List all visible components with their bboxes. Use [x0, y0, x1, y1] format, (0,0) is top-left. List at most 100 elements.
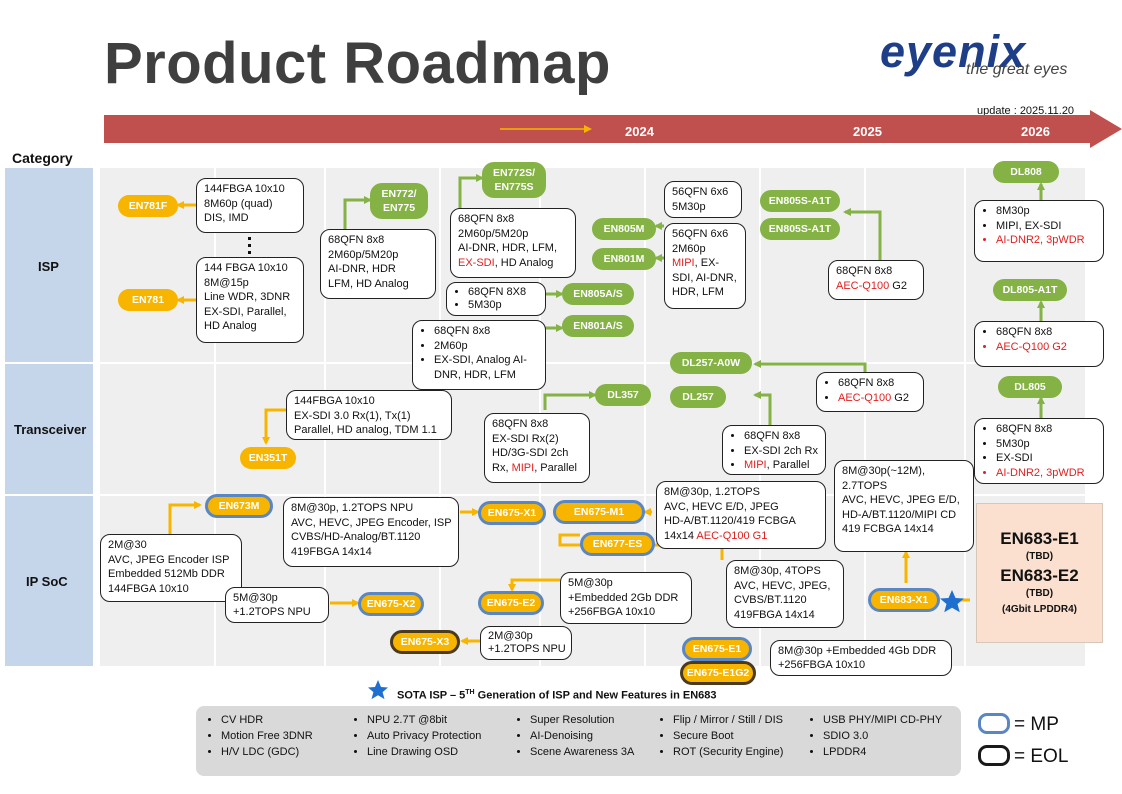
spec-line: 5M@30p [568, 577, 613, 589]
spec-line: 68QFN 8x8 [836, 265, 893, 277]
spec-line: 2M@30 [108, 539, 147, 551]
spec-line: EX-SDI [996, 451, 1096, 466]
spec-box-en805s: 68QFN 8x8 AEC-Q100 G2 [828, 260, 924, 300]
category-transceiver: Transceiver [14, 422, 87, 437]
spec-line: 144FBGA 10x10 [108, 582, 189, 595]
spec-line: 2.7TOPS [842, 479, 888, 492]
chip-en683-x1: EN683-X1 [868, 588, 940, 612]
chip-dl805: DL805 [998, 376, 1062, 398]
spec-line: 2M@30p [488, 630, 533, 642]
chip-en677-es: EN677-ES [580, 532, 655, 556]
chip-en675-e1g2: EN675-E1G2 [680, 661, 756, 685]
chip-en675-x3: EN675-X3 [390, 630, 460, 654]
spec-line: +Embedded 2Gb DDR [568, 591, 679, 604]
update-date: update : 2025.11.20 [977, 105, 1075, 117]
spec-line: AVC, JPEG Encoder ISP [108, 553, 230, 566]
spec-line: 68QFN 8x8 [996, 325, 1096, 340]
spec-line: +1.2TOPS NPU [233, 606, 311, 618]
spec-line: 56QFN 6x6 [672, 228, 729, 240]
spec-box-en673m: 2M@30 AVC, JPEG Encoder ISP Embedded 512… [100, 534, 242, 602]
chip-dl257: DL257 [670, 386, 726, 408]
spec-line: AEC-Q100 G2 [838, 391, 916, 406]
spec-line: CVBS/BT.1120 [734, 594, 807, 606]
feature-column-3: Super Resolution AI-Denoising Scene Awar… [516, 712, 634, 760]
feature-item: CV HDR [221, 712, 313, 728]
spec-line: HDR, LFM [672, 286, 724, 298]
spec-line: HD-A/BT.1120/MIPI CD [842, 508, 957, 521]
legend-star-icon [368, 680, 388, 700]
spec-box-en675-x3: 2M@30p +1.2TOPS NPU [480, 626, 572, 660]
tbd-memory: (4Gbit LPDDR4) [1002, 604, 1077, 615]
feature-item: Super Resolution [530, 712, 634, 728]
spec-line: AVC, HEVC, JPEG, [734, 579, 831, 592]
chip-en805s-a1t-2: EN805S-A1T [760, 218, 840, 240]
year-2026: 2026 [1021, 124, 1050, 139]
spec-line: AI-DNR, HDR, LFM, [458, 242, 557, 254]
spec-line: 68QFN 8x8 [328, 234, 385, 246]
logo-tagline: the great eyes [966, 61, 1068, 78]
chip-en675-e2: EN675-E2 [478, 591, 544, 615]
spec-box-en675-x2: 5M@30p +1.2TOPS NPU [225, 587, 329, 623]
chip-en781: EN781 [118, 289, 178, 311]
spec-box-en805m: 56QFN 6x6 5M30p [664, 181, 742, 218]
spec-line: EX-SDI, Analog AI- [434, 353, 538, 368]
spec-box-dl808: 8M30p MIPI, EX-SDI AI-DNR2, 3pWDR [974, 200, 1104, 262]
spec-line: HD Analog [204, 320, 257, 332]
spec-line: 419FBGA 14x14 [734, 608, 815, 621]
spec-box-en781: 144 FBGA 10x10 8M@15p Line WDR, 3DNR EX-… [196, 257, 304, 343]
chip-en675-e1: EN675-E1 [682, 637, 752, 661]
feature-item: ROT (Security Engine) [673, 744, 783, 760]
spec-box-en675-e1: 8M@30p +Embedded 4Gb DDR +256FBGA 10x10 [770, 640, 952, 676]
spec-line: 68QFN 8x8 [996, 422, 1096, 437]
spec-box-en683-x1: 8M@30p(~12M), 2.7TOPS AVC, HEVC, JPEG E/… [834, 460, 974, 552]
chip-dl808: DL808 [993, 161, 1059, 183]
chip-en801as: EN801A/S [562, 315, 634, 337]
tbd-e1-sub: (TBD) [1025, 551, 1054, 562]
sota-caption: SOTA ISP – 5TH Generation of ISP and New… [397, 689, 717, 702]
feature-item: USB PHY/MIPI CD-PHY [823, 712, 942, 728]
spec-line: SDI, AI-DNR, [672, 271, 737, 284]
spec-line: 68QFN 8x8 [434, 324, 538, 339]
spec-line: 68QFN 8x8 [492, 418, 549, 430]
spec-line: 68QFN 8x8 [458, 213, 515, 225]
timeline-arrow [104, 110, 1122, 148]
legend-eol-swatch [978, 745, 1010, 766]
chip-en673m: EN673M [205, 494, 273, 518]
spec-line: 2M60p [672, 242, 706, 255]
spec-line: +256FBGA 10x10 [568, 606, 656, 618]
spec-line: 8M60p (quad) [204, 197, 273, 210]
chip-en805m: EN805M [592, 218, 656, 240]
spec-line: 68QFN 8x8 [838, 376, 916, 391]
spec-box-en675-m1: 8M@30p, 1.2TOPS AVC, HEVC E/D, JPEG HD-A… [656, 481, 826, 549]
chip-en805s-a1t-1: EN805S-A1T [760, 190, 840, 212]
spec-line: 144FBGA 10x10 [294, 395, 375, 407]
chip-en675-x1: EN675-X1 [478, 501, 546, 525]
year-2024: 2024 [625, 124, 654, 139]
spec-line: 8M@30p, 4TOPS [734, 565, 821, 577]
spec-box-en675-e2: 5M@30p +Embedded 2Gb DDR +256FBGA 10x10 [560, 572, 692, 624]
category-ipsoc: IP SoC [26, 574, 68, 589]
features-panel [196, 706, 961, 776]
chip-en801m: EN801M [592, 248, 656, 270]
feature-item: NPU 2.7T @8bit [367, 712, 481, 728]
feature-item: LPDDR4 [823, 744, 942, 760]
spec-box-en801m: 56QFN 6x6 2M60p MIPI, EX- SDI, AI-DNR, H… [664, 223, 746, 309]
chip-en351t: EN351T [240, 447, 296, 469]
spec-line: MIPI, EX-SDI [996, 219, 1096, 234]
feature-item: SDIO 3.0 [823, 728, 942, 744]
feature-item: Auto Privacy Protection [367, 728, 481, 744]
year-2025: 2025 [853, 124, 882, 139]
feature-column-5: USB PHY/MIPI CD-PHY SDIO 3.0 LPDDR4 [809, 712, 942, 760]
chip-en772s: EN772S/ EN775S [482, 162, 546, 198]
chip-en675-m1: EN675-M1 [553, 500, 645, 524]
spec-box-en772s: 68QFN 8x8 2M60p/5M20p AI-DNR, HDR, LFM, … [450, 208, 576, 278]
spec-line: +256FBGA 10x10 [778, 659, 866, 671]
spec-box-en675-x1: 8M@30p, 1.2TOPS NPU AVC, HEVC, JPEG Enco… [283, 497, 459, 567]
spec-line: 8M@30p, 1.2TOPS NPU [291, 502, 414, 514]
spec-box-dl805-a1t: 68QFN 8x8 AEC-Q100 G2 [974, 321, 1104, 367]
spec-line: 14x14 AEC-Q100 G1 [664, 529, 768, 542]
spec-line: AVC, HEVC, JPEG Encoder, ISP [291, 516, 452, 529]
tbd-e2-label: EN683-E2 [1000, 566, 1079, 585]
chip-en772: EN772/ EN775 [370, 183, 428, 219]
spec-line: +1.2TOPS NPU [488, 643, 566, 655]
